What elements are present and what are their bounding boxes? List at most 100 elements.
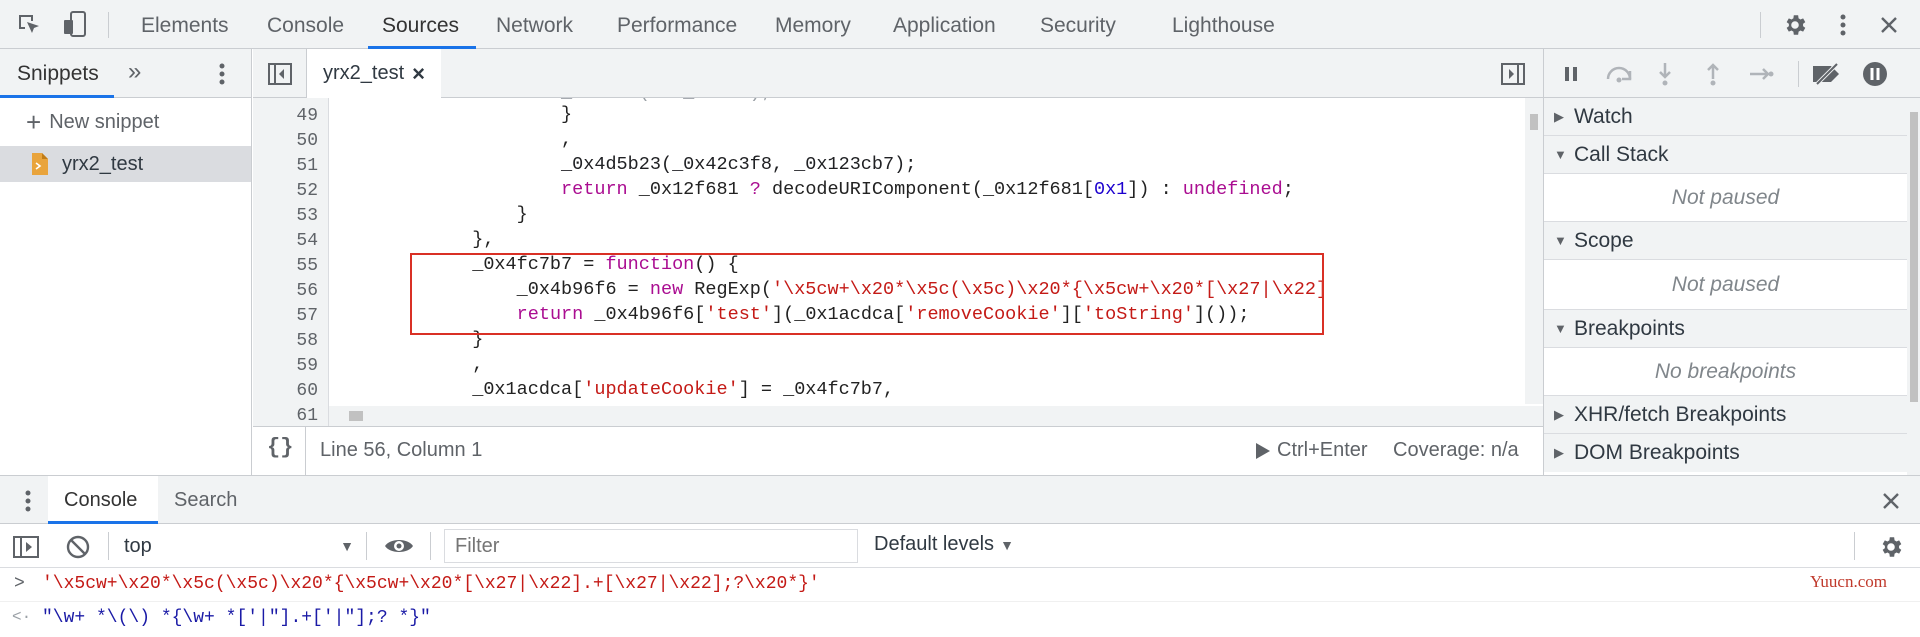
expand-arrow-icon: ▶ — [1554, 445, 1564, 460]
close-devtools-icon[interactable] — [1874, 10, 1904, 40]
deactivate-breakpoints-icon[interactable] — [1810, 59, 1844, 89]
breakpoints-label: Breakpoints — [1574, 317, 1685, 340]
console-filter-input[interactable] — [444, 529, 858, 563]
log-levels-dropdown[interactable]: Default levels ▼ — [874, 533, 1014, 556]
dom-breakpoints-label: DOM Breakpoints — [1574, 441, 1740, 464]
live-expression-eye-icon[interactable] — [382, 532, 416, 560]
console-input-text: '\x5cw+\x20*\x5c(\x5c)\x20*{\x5cw+\x20*[… — [42, 574, 820, 594]
inspect-element-icon[interactable] — [14, 10, 44, 40]
tab-sources[interactable]: Sources — [368, 0, 476, 49]
expand-arrow-icon: ▶ — [1554, 407, 1564, 422]
console-output[interactable]: > '\x5cw+\x20*\x5c(\x5c)\x20*{\x5cw+\x20… — [0, 568, 1920, 637]
debugger-scrollbar[interactable] — [1907, 98, 1920, 475]
tab-lighthouse[interactable]: Lighthouse — [1172, 14, 1275, 37]
file-tab-label: yrx2_test — [323, 62, 405, 84]
tab-memory[interactable]: Memory — [775, 14, 851, 37]
tab-performance[interactable]: Performance — [617, 14, 738, 37]
navigator-header: Snippets » — [0, 49, 252, 98]
cursor-position: Line 56, Column 1 — [320, 439, 483, 461]
line-number[interactable]: 52 — [296, 181, 318, 201]
step-icon[interactable] — [1746, 61, 1776, 87]
line-number[interactable]: 53 — [296, 206, 318, 226]
drawer-tab-search[interactable]: Search — [174, 489, 238, 511]
collapse-arrow-icon: ▼ — [1554, 147, 1567, 162]
tab-security[interactable]: Security — [1040, 14, 1116, 37]
snippet-file-icon — [32, 153, 48, 175]
code-editor[interactable]: 48 49 50 51 52 53 54 55 56 57 58 59 60 6… — [253, 98, 1543, 426]
code-line: }, — [339, 229, 495, 250]
tab-elements[interactable]: Elements — [141, 14, 229, 37]
tab-application[interactable]: Application — [893, 14, 996, 37]
line-number[interactable]: 51 — [296, 156, 318, 176]
expand-arrow-icon: ▶ — [1554, 109, 1564, 124]
step-over-icon[interactable] — [1604, 61, 1634, 87]
code-line: return _0x12f681 ? decodeURIComponent(_0… — [561, 179, 1294, 200]
close-drawer-icon[interactable] — [1878, 488, 1904, 514]
line-number[interactable]: 49 — [296, 106, 318, 126]
xhr-breakpoints-section-header[interactable]: ▶XHR/fetch Breakpoints — [1544, 396, 1907, 434]
line-number[interactable]: 54 — [296, 231, 318, 251]
dom-breakpoints-section-header[interactable]: ▶ DOM Breakpoints — [1544, 434, 1907, 472]
run-snippet-button[interactable]: Ctrl+Enter — [1255, 439, 1368, 462]
navigator-menu-icon[interactable] — [212, 59, 232, 89]
device-toolbar-icon[interactable] — [60, 9, 90, 39]
console-sidebar-toggle-icon[interactable] — [12, 534, 40, 560]
pause-icon[interactable] — [1558, 61, 1584, 87]
step-into-icon[interactable] — [1652, 59, 1678, 89]
coverage-status: Coverage: n/a — [1393, 439, 1519, 461]
console-result-row: <· "\w+ *\(\) *{\w+ *['|"].+['|"];? *}" — [0, 602, 1920, 636]
new-snippet-label: New snippet — [49, 110, 160, 133]
settings-gear-icon[interactable] — [1780, 10, 1810, 40]
code-line: _0x1acdca['updateCookie'] = _0x4fc7b7, — [339, 379, 895, 400]
scope-section-header[interactable]: ▼ Scope — [1544, 222, 1907, 260]
horizontal-scrollbar[interactable] — [329, 406, 1543, 426]
pretty-print-button[interactable]: {} — [267, 435, 294, 460]
toggle-navigator-icon[interactable] — [267, 61, 293, 87]
input-prompt-icon: > — [14, 574, 25, 594]
scope-empty: Not paused — [1544, 260, 1907, 310]
dropdown-arrow-icon: ▼ — [340, 538, 354, 554]
watch-section-header[interactable]: ▶Watch — [1544, 98, 1907, 136]
line-number[interactable]: 61 — [296, 406, 318, 426]
new-snippet-button[interactable]: + New snippet — [26, 106, 159, 138]
tab-network[interactable]: Network — [496, 14, 574, 37]
snippet-name: yrx2_test — [62, 152, 144, 175]
code-line: } — [339, 204, 528, 225]
breakpoints-section-header[interactable]: ▼ Breakpoints — [1544, 310, 1907, 348]
collapse-arrow-icon: ▼ — [1554, 233, 1567, 248]
code-line: , — [339, 129, 573, 150]
editor-status-bar: {} Line 56, Column 1 Ctrl+Enter Coverage… — [253, 426, 1543, 476]
snippet-item-yrx2-test[interactable]: yrx2_test — [0, 146, 251, 182]
editor-file-tab[interactable]: yrx2_test × — [307, 49, 441, 98]
line-number[interactable]: 55 — [296, 256, 318, 276]
run-shortcut-label: Ctrl+Enter — [1277, 439, 1368, 461]
tab-console[interactable]: Console — [267, 14, 345, 37]
step-out-icon[interactable] — [1700, 59, 1726, 89]
close-tab-icon[interactable]: × — [412, 60, 426, 86]
line-number[interactable]: 58 — [296, 331, 318, 351]
pause-on-exceptions-icon[interactable] — [1860, 59, 1890, 89]
console-settings-gear-icon[interactable] — [1876, 532, 1906, 562]
vertical-scrollbar[interactable] — [1525, 98, 1543, 404]
line-number[interactable]: 59 — [296, 356, 318, 376]
line-number[interactable]: 60 — [296, 381, 318, 401]
scope-label: Scope — [1574, 229, 1634, 252]
context-selector[interactable]: top ▼ — [124, 530, 354, 562]
toggle-debugger-icon[interactable] — [1500, 61, 1526, 87]
line-number[interactable]: 50 — [296, 131, 318, 151]
play-icon — [1255, 442, 1271, 460]
line-number[interactable]: 56 — [296, 281, 318, 301]
dropdown-arrow-icon: ▼ — [1000, 536, 1014, 553]
collapse-arrow-icon: ▼ — [1554, 321, 1567, 336]
plus-icon: + — [26, 106, 42, 137]
call-stack-section-header[interactable]: ▼Call Stack — [1544, 136, 1907, 174]
clear-console-icon[interactable] — [64, 534, 92, 560]
line-number[interactable]: 57 — [296, 306, 318, 326]
drawer-menu-icon[interactable] — [18, 486, 38, 516]
tab-snippets[interactable]: Snippets — [0, 49, 114, 98]
more-options-icon[interactable] — [1830, 10, 1856, 40]
console-result-text: "\w+ *\(\) *{\w+ *['|"].+['|"];? *}" — [42, 608, 431, 628]
drawer-tab-console[interactable]: Console — [48, 476, 158, 524]
output-prompt-icon: <· — [12, 608, 32, 626]
more-tabs-chevron-icon[interactable]: » — [128, 58, 142, 85]
